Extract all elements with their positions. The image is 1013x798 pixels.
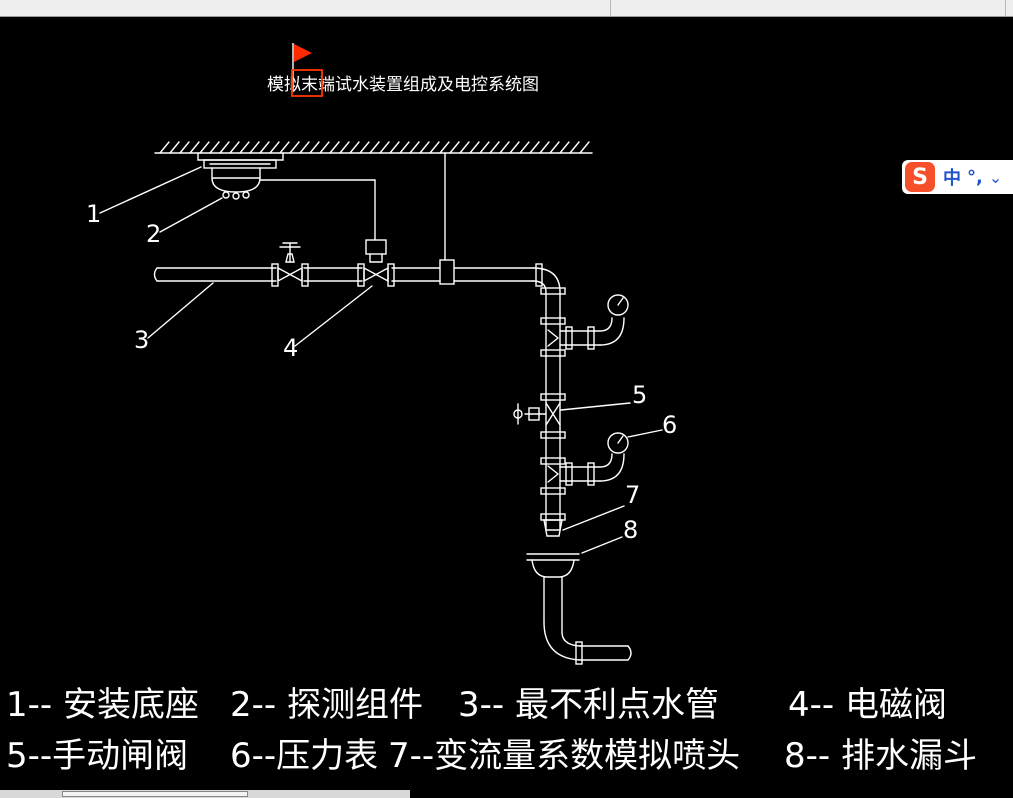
hatch-stroke — [209, 141, 220, 154]
detector-assembly — [211, 167, 261, 200]
hatch-stroke — [359, 141, 370, 154]
hatch-stroke — [429, 141, 440, 154]
hatch-stroke — [519, 141, 530, 154]
legend-item-1: 1-- 安装底座 — [6, 685, 199, 725]
legend-item-6: 6--压力表 — [230, 736, 378, 776]
hatch-stroke — [189, 141, 200, 154]
diagram-title: 模拟末端试水装置组成及电控系统图 — [267, 75, 539, 95]
legend-item-2: 2-- 探测组件 — [230, 685, 423, 725]
hatch-stroke — [399, 141, 410, 154]
hatch-stroke — [459, 141, 470, 154]
label-2: 2 — [146, 220, 161, 248]
hatch-stroke — [159, 141, 170, 154]
toolbar-divider — [610, 0, 611, 16]
hatch-stroke — [279, 141, 290, 154]
label-4: 4 — [283, 334, 298, 362]
hatch-stroke — [179, 141, 190, 154]
hatch-stroke — [489, 141, 500, 154]
legend-item-3: 3-- 最不利点水管 — [458, 685, 719, 725]
ime-toolbar[interactable]: S 中 °, ⌄ — [902, 160, 1013, 194]
pressure-gauge-lower — [547, 432, 629, 486]
hatch-stroke — [239, 141, 250, 154]
title-highlight-box — [291, 69, 323, 97]
hatch-stroke — [469, 141, 480, 154]
hatch-stroke — [329, 141, 340, 154]
ime-more-icon[interactable]: ⌄ — [988, 167, 1003, 187]
solenoid-valve — [357, 239, 395, 287]
hatch-stroke — [319, 141, 330, 154]
simulated-nozzle — [543, 519, 563, 537]
pressure-gauge-upper — [547, 294, 629, 350]
legend-item-7: 7--变流量系数模拟喷头 — [388, 736, 740, 776]
hatch-stroke — [259, 141, 270, 154]
pipe-clamp — [439, 259, 455, 285]
label-7: 7 — [625, 481, 640, 509]
control-wire — [259, 179, 376, 241]
hatch-stroke — [419, 141, 430, 154]
hatch-stroke — [379, 141, 390, 154]
hatch-stroke — [169, 141, 180, 154]
hatch-stroke — [559, 141, 570, 154]
hatch-stroke — [449, 141, 460, 154]
hatch-stroke — [219, 141, 230, 154]
hatch-stroke — [269, 141, 280, 154]
elbow-flange — [535, 263, 543, 287]
hatch-stroke — [539, 141, 550, 154]
hatch-stroke — [389, 141, 400, 154]
top-toolbar-strip — [0, 0, 1013, 17]
hatch-stroke — [509, 141, 520, 154]
installation-base — [197, 152, 284, 169]
ime-punctuation-toggle[interactable]: °, — [967, 166, 983, 188]
legend-item-5: 5--手动闸阀 — [6, 736, 188, 776]
legend-item-8: 8-- 排水漏斗 — [784, 736, 977, 776]
hatch-stroke — [479, 141, 490, 154]
hatch-stroke — [339, 141, 350, 154]
drain-funnel — [526, 553, 632, 665]
label-8: 8 — [623, 516, 638, 544]
hatch-stroke — [579, 141, 590, 154]
ime-mode-toggle[interactable]: 中 — [943, 168, 961, 189]
label-6: 6 — [662, 411, 677, 439]
hatch-stroke — [369, 141, 380, 154]
manual-gate-valve-vertical — [513, 402, 561, 426]
hatch-stroke — [199, 141, 210, 154]
hatch-stroke — [529, 141, 540, 154]
hatch-stroke — [439, 141, 450, 154]
hatch-stroke — [299, 141, 310, 154]
hatch-stroke — [499, 141, 510, 154]
leader-lines — [99, 166, 663, 554]
label-1: 1 — [86, 200, 101, 228]
gate-valve — [271, 242, 309, 287]
scrollbar-thumb[interactable] — [62, 791, 248, 797]
flag-marker — [292, 43, 312, 92]
label-3: 3 — [134, 326, 149, 354]
hatch-stroke — [349, 141, 360, 154]
hatch-stroke — [549, 141, 560, 154]
vertical-pipe — [540, 287, 566, 531]
legend-item-4: 4-- 电磁阀 — [788, 685, 947, 725]
hatch-stroke — [289, 141, 300, 154]
hatch-stroke — [409, 141, 420, 154]
hatch-stroke — [569, 141, 580, 154]
horizontal-scrollbar[interactable] — [0, 790, 410, 798]
label-5: 5 — [632, 381, 647, 409]
sogou-logo-icon[interactable]: S — [905, 162, 935, 192]
ceiling-hatching — [159, 141, 590, 154]
toolbar-divider — [1005, 0, 1006, 16]
hatch-stroke — [229, 141, 240, 154]
hatch-stroke — [249, 141, 260, 154]
hatch-stroke — [309, 141, 320, 154]
sprinkler-pipe — [153, 267, 534, 282]
